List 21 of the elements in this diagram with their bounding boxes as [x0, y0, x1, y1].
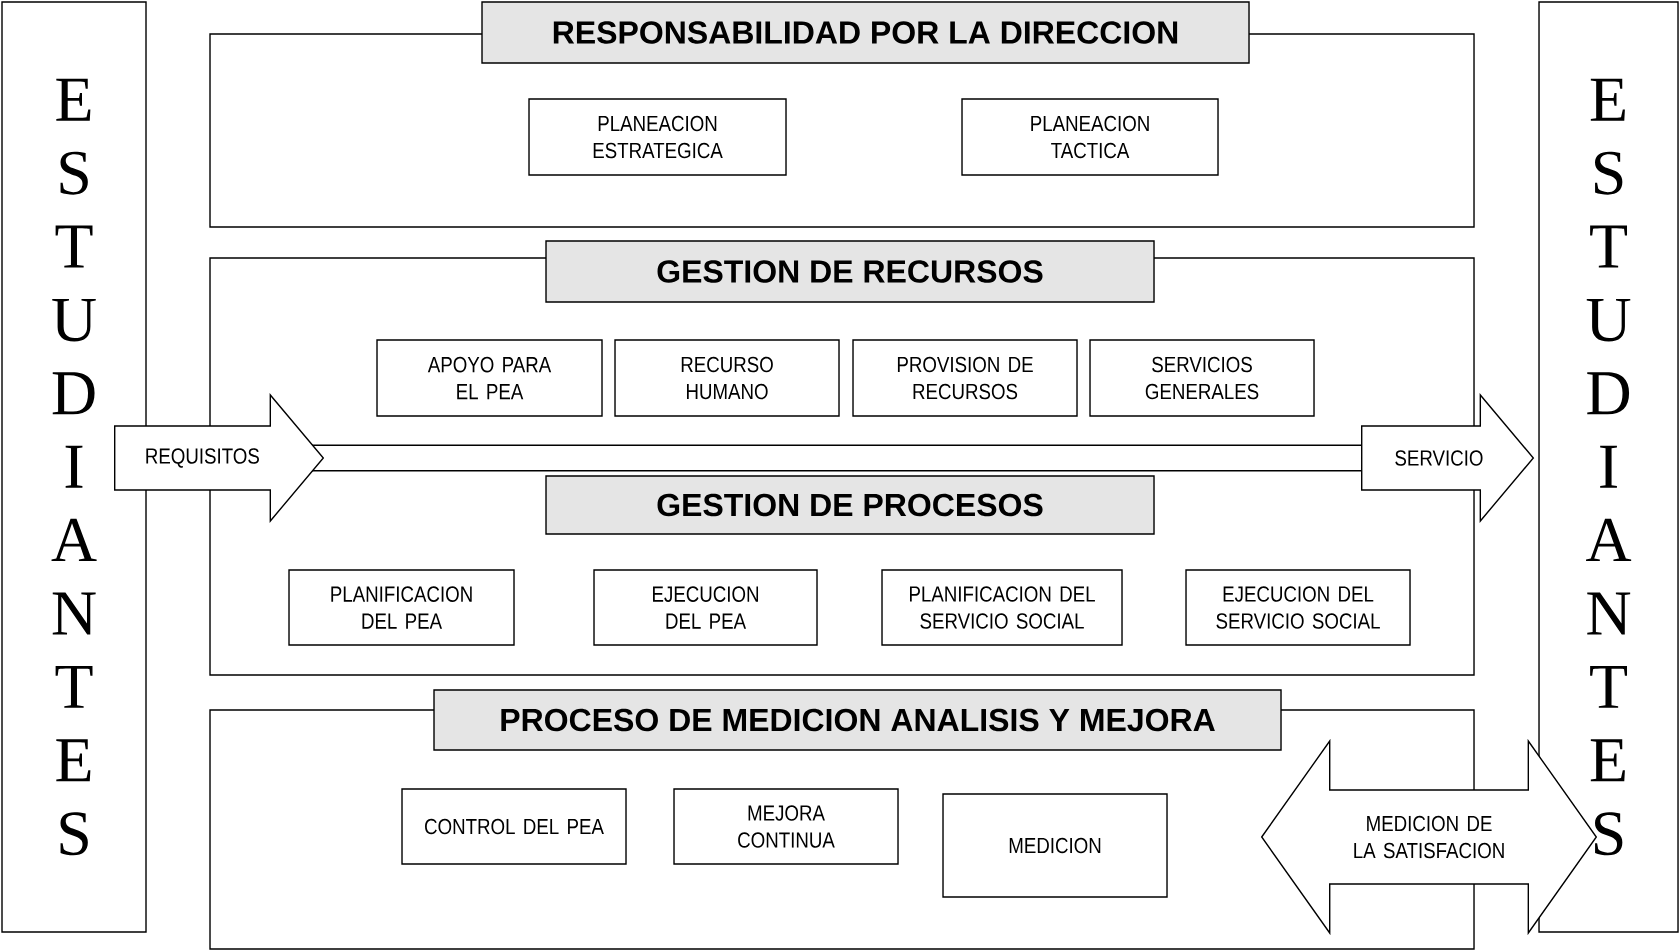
- edge-label: MEDICION DE LA SATISFACION: [1343, 814, 1515, 860]
- process-box: EJECUCION DEL PEA: [593, 569, 818, 646]
- side-band: ESTUDIANTES: [1538, 1, 1679, 933]
- process-box: PLANIFICACION DEL SERVICIO SOCIAL: [881, 569, 1123, 646]
- process-box: SERVICIOS GENERALES: [1089, 339, 1315, 417]
- process-box: RECURSO HUMANO: [614, 339, 840, 417]
- process-box: PLANIFICACION DEL PEA: [288, 569, 515, 646]
- process-box: PROVISION DE RECURSOS: [852, 339, 1078, 417]
- process-box: APOYO PARA EL PEA: [376, 339, 603, 417]
- section-heading: RESPONSABILIDAD POR LA DIRECCION: [481, 1, 1250, 64]
- process-box: MEJORA CONTINUA: [673, 788, 899, 865]
- section-heading: PROCESO DE MEDICION ANALISIS Y MEJORA: [433, 689, 1282, 751]
- process-box: PLANEACION ESTRATEGICA: [528, 98, 787, 176]
- process-box: CONTROL DEL PEA: [401, 788, 627, 865]
- section-heading: GESTION DE RECURSOS: [545, 240, 1155, 303]
- process-box: PLANEACION TACTICA: [961, 98, 1219, 176]
- process-box: MEDICION: [942, 793, 1168, 898]
- edge-label: SERVICIO: [1393, 449, 1485, 467]
- process-box: EJECUCION DEL SERVICIO SOCIAL: [1185, 569, 1411, 646]
- section-heading: GESTION DE PROCESOS: [545, 475, 1155, 535]
- side-band: ESTUDIANTES: [1, 1, 147, 933]
